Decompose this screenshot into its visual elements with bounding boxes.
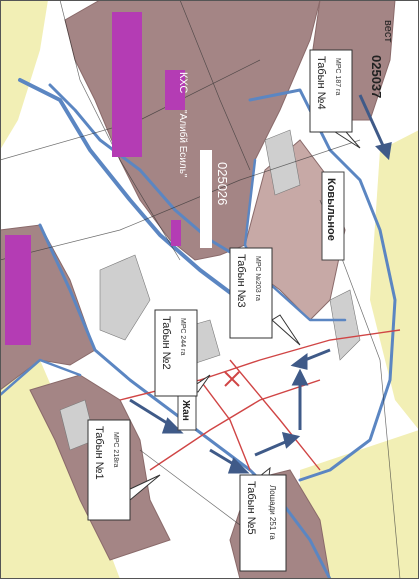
top-edge-text: вест xyxy=(382,20,394,42)
kovylnoe-label: Ковыльное xyxy=(325,178,337,241)
tabyn-3-sub: МРС №203 га xyxy=(254,256,261,301)
tabyn-1-sub: МРС 218га xyxy=(112,432,119,468)
tabyn-2-callout: Табын №2 МРС 244 га xyxy=(154,309,198,397)
field-top-left xyxy=(0,0,48,150)
livestock-arrows xyxy=(129,94,392,474)
tabyn-1-title: Табын №1 xyxy=(93,426,105,480)
tabyn-4-title: Табын №4 xyxy=(315,56,327,110)
tabyn-4-callout: Табын №4 МРС 187 га xyxy=(309,49,353,133)
survey-lines xyxy=(0,0,401,579)
tabyn-2-sub: МРС 244 га xyxy=(179,318,186,355)
red-x-marker xyxy=(224,371,240,387)
white-strip xyxy=(200,150,212,248)
tabyn-4-sub: МРС 187 га xyxy=(334,58,341,95)
field-right-middle xyxy=(370,130,419,430)
parcel-id-right: 025037 xyxy=(369,55,384,98)
tabyn-3-title: Табын №3 xyxy=(235,254,247,308)
violet-block-khs xyxy=(165,70,185,110)
field-bottom-left xyxy=(0,360,120,579)
tabyn-5-callout: Табын №5 Лошади 251 га xyxy=(239,474,287,572)
tabyn-2-title: Табын №2 xyxy=(160,316,172,370)
field-bottom-right xyxy=(300,430,419,579)
violet-block-left xyxy=(5,235,31,345)
tabyn-5-sub: Лошади 251 га xyxy=(268,485,277,540)
tabyn-3-callout: Табын №3 МРС №203 га xyxy=(229,247,273,339)
farm-name-label: "Алибй Есиль" xyxy=(177,110,189,178)
violet-block-top xyxy=(112,12,142,157)
kovylnoe-box xyxy=(321,171,345,261)
violet-block-small xyxy=(171,220,181,246)
parcel-id-center: 025026 xyxy=(215,162,230,205)
khs-label: КХС xyxy=(177,72,189,93)
tabyn-1-callout: Табын №1 МРС 218га xyxy=(87,419,131,521)
tabyn-5-title: Табын №5 xyxy=(245,481,257,535)
zhan-label: Жан xyxy=(180,399,191,421)
